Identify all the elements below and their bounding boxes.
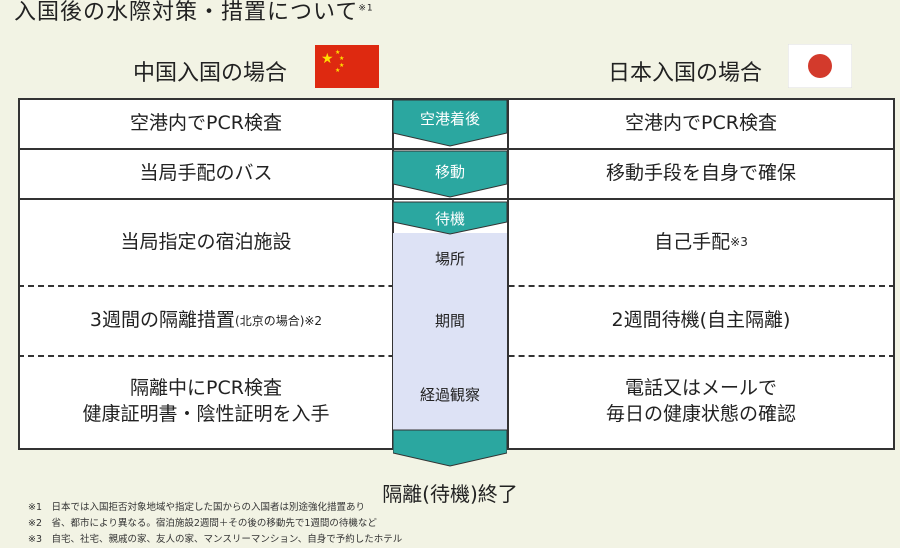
china-row-period: 3週間の隔離措置(北京の場合)※2	[89, 309, 323, 332]
china-row-location: 当局指定の宿泊施設	[120, 230, 292, 253]
japan-flag-icon	[788, 44, 852, 88]
footnote-2: ※2 省、都市により異なる。宿泊施設2週間＋その後の移動先で1週間の待機など	[28, 518, 377, 529]
svg-text:★: ★	[339, 62, 344, 69]
footnotes: ※1 日本では入国拒否対象地域や指定した国からの入国者は別途強化措置あり ※2 …	[28, 500, 402, 548]
japan-heading: 日本入国の場合	[607, 61, 762, 86]
svg-text:★: ★	[335, 67, 340, 74]
japan-row-period: 2週間待機(自主隔離)	[611, 309, 791, 332]
footnote-1: ※1 日本では入国拒否対象地域や指定した国からの入国者は別途強化措置あり	[28, 502, 366, 513]
stage-transport: 移動	[434, 163, 465, 181]
sub-observation: 経過観察	[419, 386, 480, 404]
svg-text:★: ★	[321, 51, 334, 67]
sub-location: 場所	[434, 250, 465, 268]
china-row-observation: 隔離中にPCR検査健康証明書・陰性証明を入手	[82, 377, 330, 425]
page-title: 入国後の水際対策・措置について※1	[14, 0, 374, 25]
sub-period: 期間	[434, 312, 465, 330]
footnote-3: ※3 自宅、社宅、親戚の家、友人の家、マンスリーマンション、自身で予約したホテル	[28, 534, 403, 545]
stage-airport: 空港着後	[419, 110, 480, 128]
china-heading: 中国入国の場合	[132, 61, 287, 86]
china-row-airport: 空港内でPCR検査	[130, 112, 282, 135]
stage-arrows	[393, 99, 507, 467]
svg-text:★: ★	[335, 49, 340, 56]
stage-wait: 待機	[434, 210, 465, 228]
china-flag-icon: ★ ★★ ★★	[315, 45, 379, 88]
svg-text:★: ★	[339, 55, 344, 62]
japan-row-observation: 電話又はメールで毎日の健康状態の確認	[605, 377, 796, 425]
japan-row-location: 自己手配※3	[654, 230, 748, 253]
china-row-transport: 当局手配のバス	[139, 162, 273, 185]
japan-row-airport: 空港内でPCR検査	[625, 112, 777, 135]
japan-row-transport: 移動手段を自身で確保	[605, 162, 796, 185]
end-label: 隔離(待機)終了	[382, 482, 518, 506]
